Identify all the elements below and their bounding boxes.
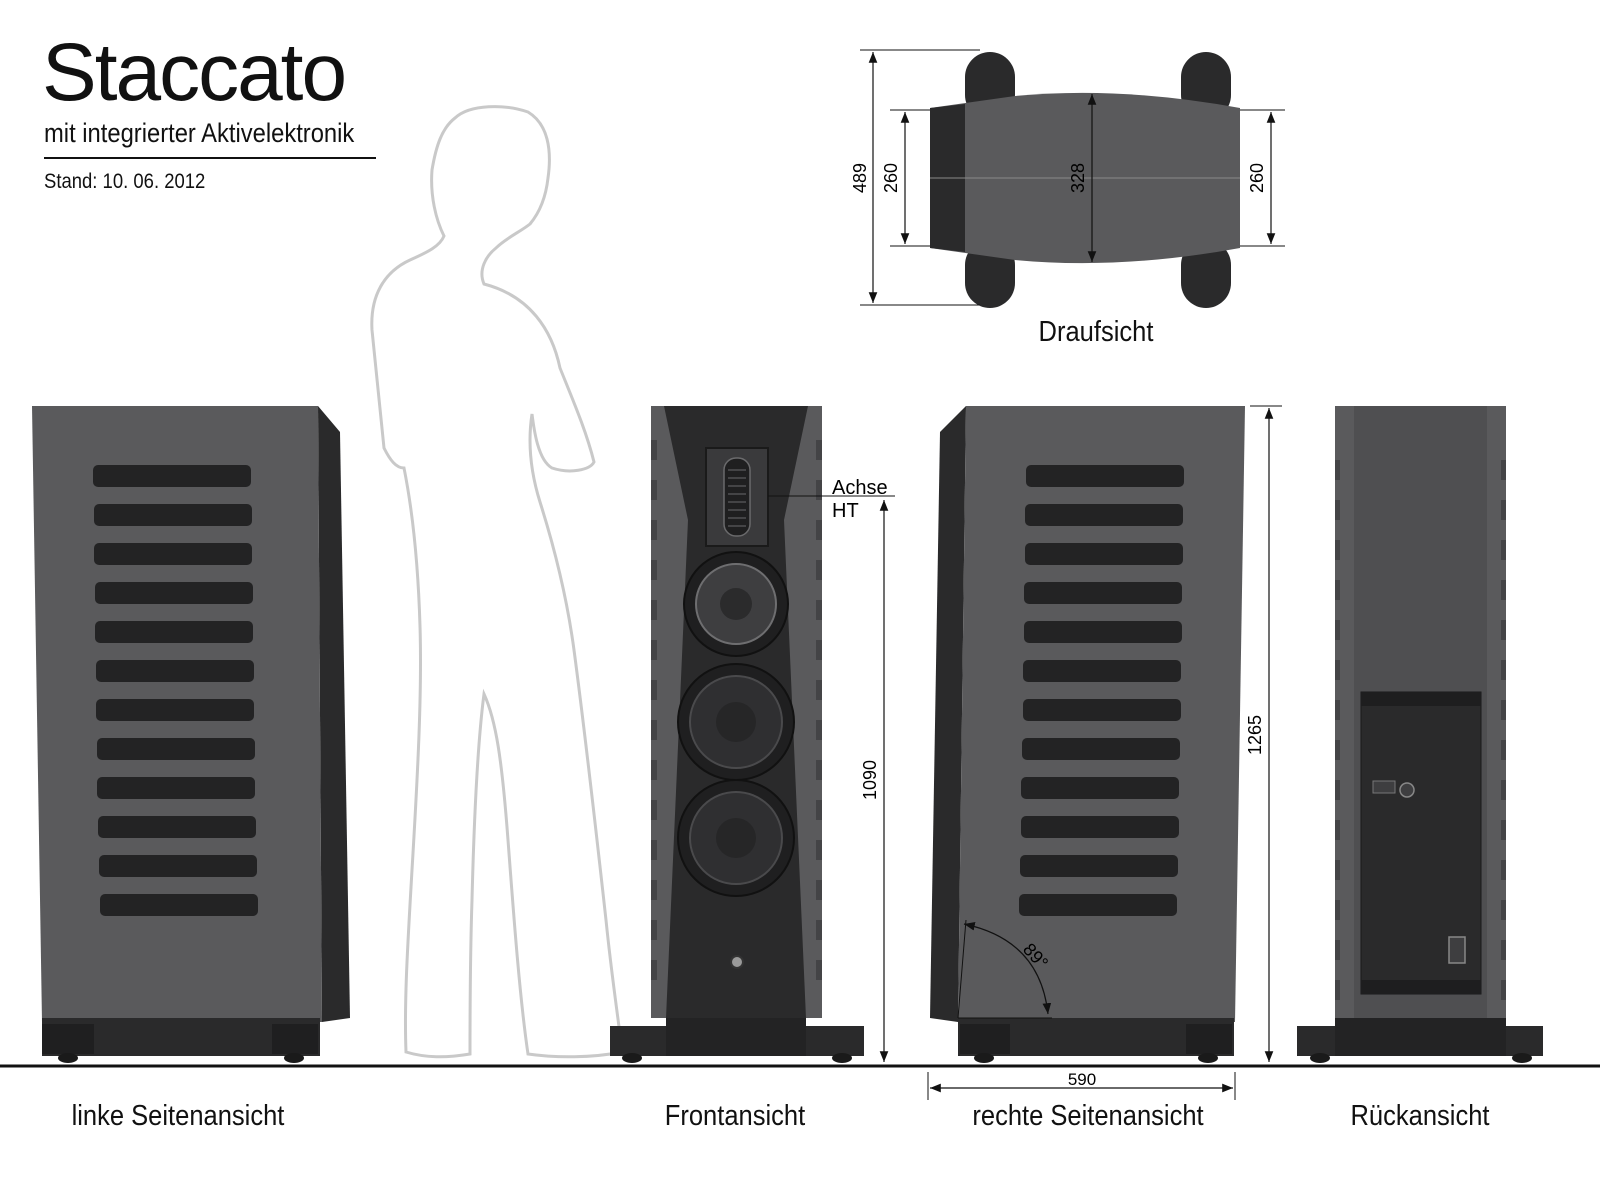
rear-xlr-input: [1399, 782, 1415, 798]
caption-right-side: rechte Seitenansicht: [972, 1100, 1204, 1132]
left-side-view: [32, 406, 350, 1063]
caption-top-view: Draufsicht: [1038, 316, 1154, 348]
angle-arc: [963, 922, 1052, 1015]
rear-switch: [1372, 780, 1396, 794]
midrange-driver: [683, 551, 789, 657]
caption-front: Frontansicht: [664, 1100, 806, 1132]
dim-label-260-back: 260: [1247, 163, 1267, 193]
axis-label-line2: HT: [832, 500, 859, 522]
caption-rear: Rückansicht: [1350, 1100, 1490, 1132]
woofer-lower: [677, 779, 795, 897]
right-side-vent-slots: [1019, 465, 1184, 916]
human-silhouette-outline: [370, 105, 624, 1059]
rear-view: [1297, 406, 1543, 1063]
dim-label-489: 489: [850, 163, 870, 193]
axis-label-line1: Achse: [832, 477, 888, 499]
front-status-led: [730, 955, 744, 969]
date-stamp: Stand: 10. 06. 2012: [44, 170, 206, 193]
left-side-baffle: [318, 406, 350, 1022]
right-side-view: 89° 1265 590: [927, 405, 1282, 1100]
woofer-upper: [677, 663, 795, 781]
dim-label-590: 590: [1068, 1070, 1096, 1089]
top-foot-back-right: [1181, 240, 1231, 308]
top-view: 489 260 328 260: [850, 49, 1285, 308]
right-side-baffle: [930, 406, 966, 1022]
subtitle: mit integrierter Aktivelektronik: [44, 118, 355, 148]
tweeter-ribs: [728, 469, 746, 527]
dim-label-328: 328: [1068, 163, 1088, 193]
title: Staccato: [42, 27, 347, 118]
rear-power-inlet: [1448, 936, 1466, 964]
front-view: Achse HT 1090: [610, 406, 895, 1063]
caption-left-side: linke Seitenansicht: [71, 1100, 285, 1132]
left-side-vent-slots: [93, 465, 258, 916]
front-side-fins: [651, 440, 822, 980]
dim-label-1265: 1265: [1245, 715, 1265, 755]
title-rule: [44, 157, 376, 159]
dim-label-260-front: 260: [881, 163, 901, 193]
dim-label-1090: 1090: [860, 760, 880, 800]
rear-side-fins: [1335, 460, 1506, 1000]
